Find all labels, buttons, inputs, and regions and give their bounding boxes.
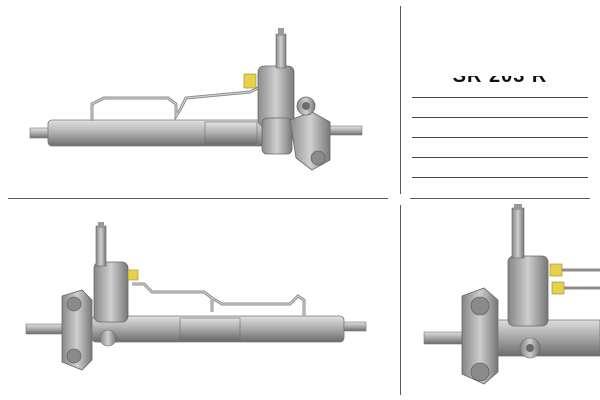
bottom-right-closeup [423,204,600,385]
product-code: SR 203 R [452,76,548,87]
hydraulic-pipe [562,268,600,290]
input-shaft [511,207,525,259]
valve-housing [257,65,295,127]
divider-vertical-top [400,6,401,194]
hydraulic-pipe [90,86,259,121]
mount-flange [461,287,499,385]
fitting-yellow-2 [551,281,565,295]
input-shaft [275,33,287,69]
hydraulic-pipe [132,282,306,316]
tie-rod-left [25,323,65,335]
divider-horizontal-right [410,198,590,199]
info-line-5 [412,177,588,178]
tie-rod-right [329,125,363,136]
divider-horizontal-left [8,198,388,199]
info-line-1 [412,97,588,98]
bottom-left-view [25,222,367,371]
info-line-3 [412,137,588,138]
info-line-4 [412,157,588,158]
tie-rod-left [423,331,465,345]
info-line-2 [412,117,588,118]
fitting-yellow [243,73,257,89]
input-shaft [95,225,107,267]
valve-housing [507,255,549,327]
tie-rod-right [343,321,367,332]
divider-vertical-bottom [400,205,401,395]
mount-flange [61,289,93,371]
valve-housing [93,261,129,323]
fitting-yellow [127,269,139,281]
top-left-view [29,28,363,171]
fitting-yellow [549,263,563,277]
rack-clamp [204,121,258,145]
